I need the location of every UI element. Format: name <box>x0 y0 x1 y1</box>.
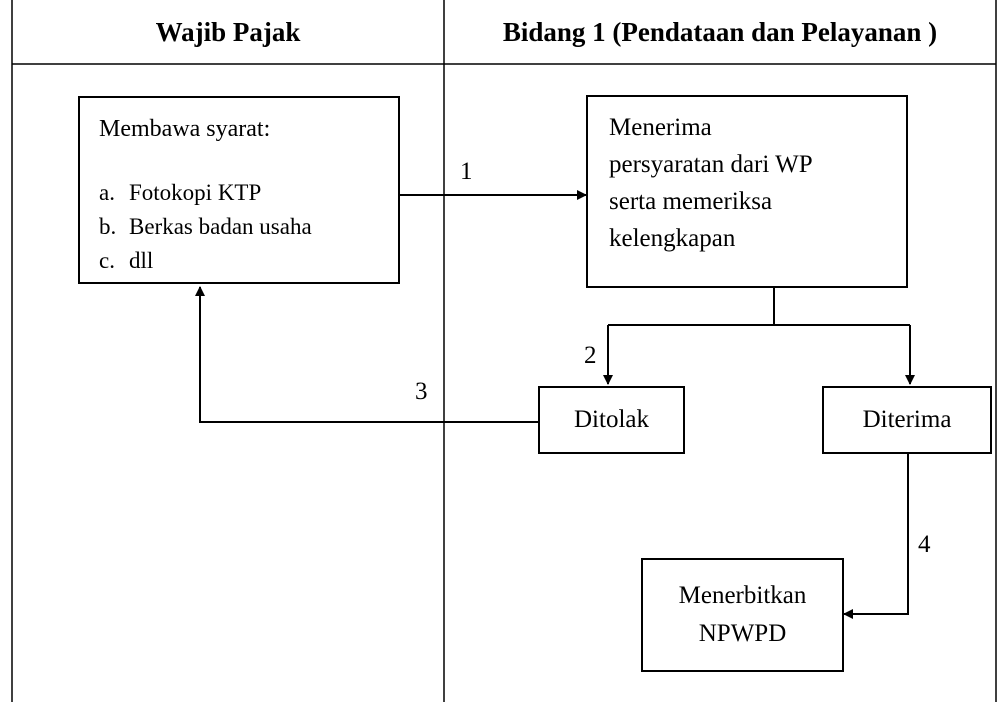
node-menerbitkan-line: NPWPD <box>698 620 787 647</box>
node-membawa-syarat: Membawa syarat: a.Fotokopi KTP b.Berkas … <box>78 96 400 284</box>
node-ditolak-label: Ditolak <box>574 406 649 433</box>
step-label-1: 1 <box>460 158 473 185</box>
step-label-3: 3 <box>415 378 428 405</box>
requirement-item: a.Fotokopi KTP <box>99 180 262 205</box>
split-connector <box>608 288 910 326</box>
node-menerima-line: Menerima <box>609 114 712 141</box>
node-membawa-syarat-title: Membawa syarat: <box>99 116 271 142</box>
node-menerima-line: persyaratan dari WP <box>609 151 813 178</box>
node-ditolak: Ditolak <box>538 386 685 454</box>
header-wajib-pajak: Wajib Pajak <box>155 16 301 47</box>
step-label-2: 2 <box>584 342 597 369</box>
step-label-4: 4 <box>918 531 931 558</box>
node-menerima-line: serta memeriksa <box>609 188 773 215</box>
table-grid <box>11 0 997 702</box>
requirement-item: c.dll <box>99 248 154 273</box>
arrow-4 <box>843 454 909 619</box>
node-diterima-label: Diterima <box>862 406 952 433</box>
node-menerbitkan-line: Menerbitkan <box>678 582 807 609</box>
arrow-3 <box>195 286 538 423</box>
header-bidang-1: Bidang 1 (Pendataan dan Pelayanan ) <box>502 16 938 47</box>
requirements-list: a.Fotokopi KTP b.Berkas badan usaha c.dl… <box>99 176 312 278</box>
node-menerima-line: kelengkapan <box>609 225 736 252</box>
requirement-item: b.Berkas badan usaha <box>99 214 312 239</box>
node-diterima: Diterima <box>822 386 992 454</box>
node-menerbitkan-npwpd: Menerbitkan NPWPD <box>641 558 844 672</box>
node-menerima-persyaratan: Menerima persyaratan dari WP serta memer… <box>586 95 908 288</box>
